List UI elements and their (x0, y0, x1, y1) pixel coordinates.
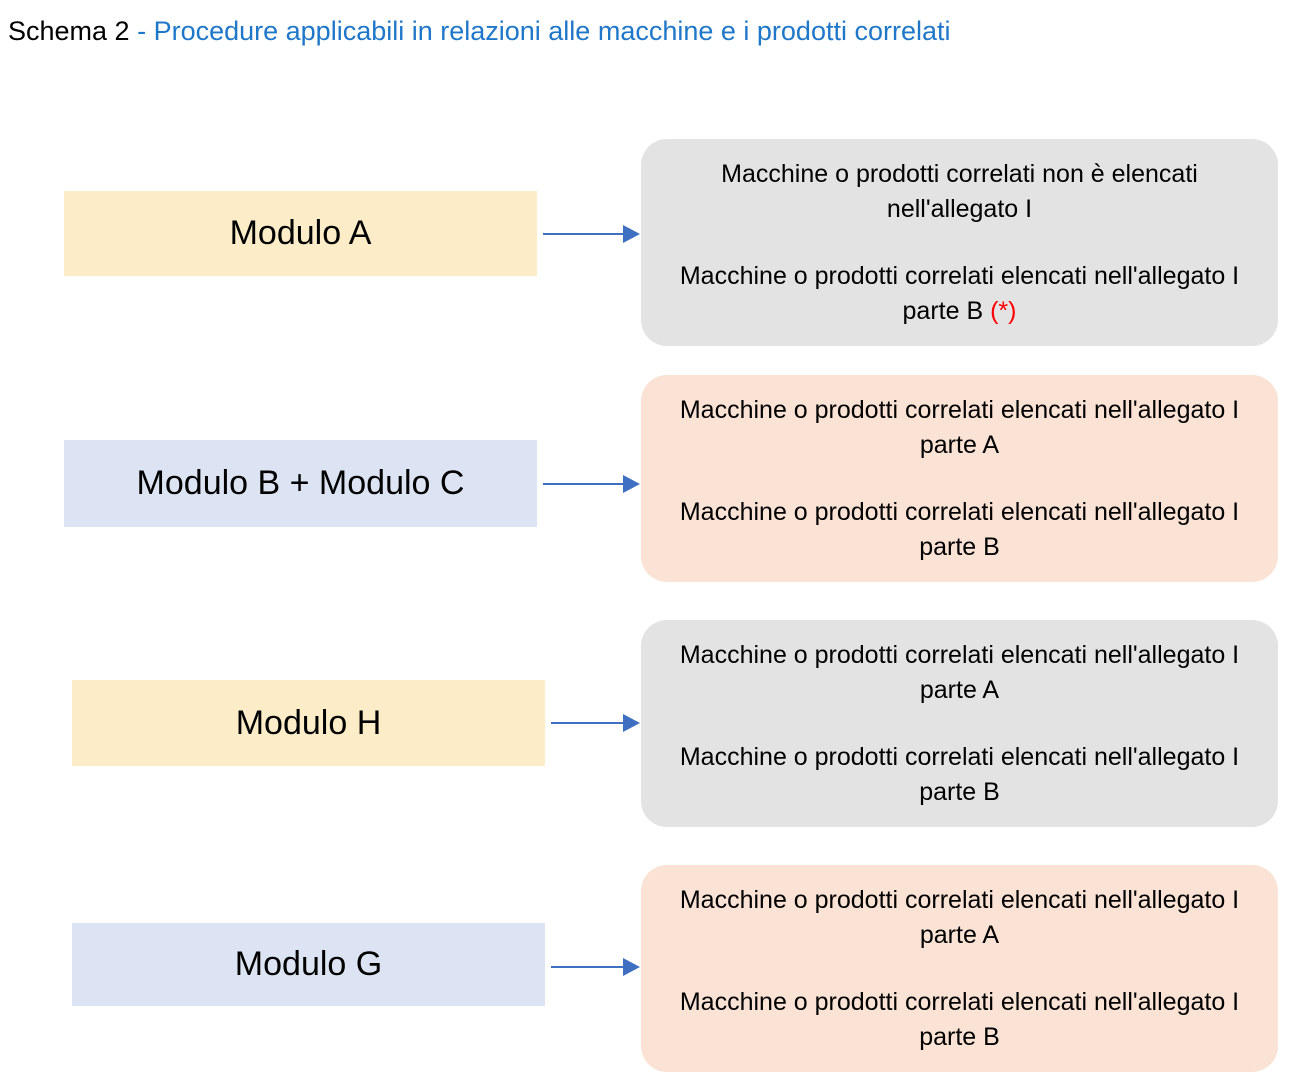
description-paragraph: Macchine o prodotti correlati elencati n… (675, 883, 1244, 953)
module-box[interactable]: Modulo B + Modulo C (64, 440, 537, 527)
module-box[interactable]: Modulo A (64, 191, 537, 276)
description-text: Macchine o prodotti correlati elencati n… (679, 640, 1240, 704)
module-box-label: Modulo B + Modulo C (136, 464, 465, 502)
module-box[interactable]: Modulo H (72, 680, 545, 766)
description-box[interactable]: Macchine o prodotti correlati elencati n… (641, 865, 1278, 1072)
description-text: Macchine o prodotti correlati elencati n… (679, 987, 1240, 1051)
module-box-label: Modulo A (229, 214, 372, 252)
description-box[interactable]: Macchine o prodotti correlati non è elen… (641, 139, 1278, 346)
description-paragraph: Macchine o prodotti correlati elencati n… (675, 985, 1244, 1055)
description-text: Macchine o prodotti correlati elencati n… (679, 497, 1240, 561)
asterisk-note: (*) (990, 296, 1017, 325)
arrow-line (551, 966, 623, 968)
description-paragraph: Macchine o prodotti correlati elencati n… (675, 638, 1244, 708)
module-box-label: Modulo H (235, 703, 382, 742)
arrow-line (551, 722, 623, 724)
page-title-subject: Procedure applicabili in relazioni alle … (153, 16, 951, 46)
arrow-connector-icon (543, 472, 641, 496)
arrow-line (543, 233, 623, 235)
description-text: Macchine o prodotti correlati elencati n… (679, 395, 1240, 459)
page-title-prefix: Schema 2 (8, 16, 130, 46)
description-text: Macchine o prodotti correlati elencati n… (679, 261, 1240, 325)
arrow-connector-icon (543, 222, 641, 246)
arrow-head-icon (623, 225, 640, 243)
arrow-head-icon (623, 475, 640, 493)
page-title: Schema 2 - Procedure applicabili in rela… (8, 14, 951, 48)
description-paragraph: Macchine o prodotti correlati elencati n… (675, 495, 1244, 565)
description-text: Macchine o prodotti correlati elencati n… (679, 885, 1240, 949)
arrow-head-icon (623, 714, 640, 732)
arrow-connector-icon (551, 955, 641, 979)
description-paragraph: Macchine o prodotti correlati elencati n… (675, 259, 1244, 329)
description-text: Macchine o prodotti correlati elencati n… (679, 742, 1240, 806)
page-title-separator: - (129, 16, 154, 46)
description-paragraph: Macchine o prodotti correlati non è elen… (675, 157, 1244, 227)
description-box[interactable]: Macchine o prodotti correlati elencati n… (641, 375, 1278, 582)
module-box-label: Modulo G (234, 945, 383, 983)
arrow-line (543, 483, 623, 485)
module-box[interactable]: Modulo G (72, 923, 545, 1006)
description-paragraph: Macchine o prodotti correlati elencati n… (675, 740, 1244, 810)
arrow-head-icon (623, 958, 640, 976)
description-box[interactable]: Macchine o prodotti correlati elencati n… (641, 620, 1278, 827)
arrow-connector-icon (551, 711, 641, 735)
description-paragraph: Macchine o prodotti correlati elencati n… (675, 393, 1244, 463)
description-text: Macchine o prodotti correlati non è elen… (721, 159, 1198, 223)
